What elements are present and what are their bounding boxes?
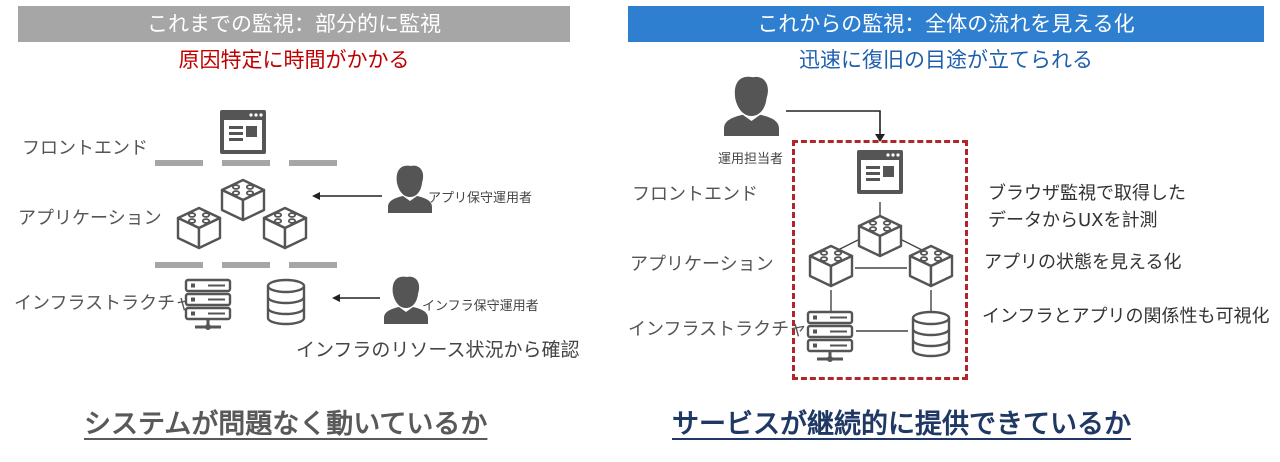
database-icon <box>266 278 306 326</box>
server-icon <box>184 278 232 332</box>
browser-window-icon <box>857 150 903 194</box>
app-block-icon <box>220 178 266 222</box>
layer-divider <box>289 160 337 166</box>
frontend-note-line2: データからUXを計測 <box>988 210 1158 231</box>
arrow-left-icon <box>312 192 382 200</box>
right-layer-frontend: フロントエンド <box>632 184 758 205</box>
app-block-icon <box>857 214 903 258</box>
person-icon <box>388 165 432 213</box>
app-block-icon <box>176 206 222 250</box>
application-note: アプリの状態を見える化 <box>984 252 1182 273</box>
right-layer-application: アプリケーション <box>630 254 774 275</box>
infra-resource-note: インフラのリソース状況から確認 <box>296 339 580 361</box>
right-layer-infrastructure: インフラストラクチャー <box>628 319 825 340</box>
person-icon <box>724 76 779 136</box>
frontend-note-line1: ブラウザ監視で取得した <box>988 183 1186 204</box>
browser-window-icon <box>220 110 266 154</box>
left-header: これまでの監視：部分的に監視 <box>18 6 570 42</box>
operator-label: 運用担当者 <box>718 152 784 167</box>
layer-divider <box>222 160 270 166</box>
database-icon <box>911 310 951 358</box>
left-layer-application: アプリケーション <box>18 208 162 229</box>
right-header: これからの監視：全体の流れを見える化 <box>628 6 1264 42</box>
left-subtitle: 原因特定に時間がかかる <box>178 48 410 72</box>
layer-divider <box>222 262 270 268</box>
layer-divider <box>289 262 337 268</box>
arrow-down-icon <box>786 110 885 142</box>
app-block-icon <box>262 206 308 250</box>
left-layer-infrastructure: インフラストラクチャー <box>14 293 211 314</box>
layer-divider <box>155 160 203 166</box>
left-layer-frontend: フロントエンド <box>22 138 148 159</box>
app-block-icon <box>908 244 954 288</box>
arrow-left-icon <box>332 294 380 302</box>
app-block-icon <box>808 244 854 288</box>
layer-divider <box>155 262 203 268</box>
right-subtitle: 迅速に復旧の目途が立てられる <box>799 48 1093 72</box>
left-bottom-question: システムが問題なく動いているか <box>84 409 488 440</box>
monitoring-scope-box <box>792 140 968 380</box>
infrastructure-note: インフラとアプリの関係性も可視化 <box>982 306 1270 327</box>
right-bottom-question: サービスが継続的に提供できているか <box>672 409 1131 440</box>
server-icon <box>806 310 854 364</box>
app-maintainer-label: アプリ保守運用者 <box>428 191 533 206</box>
infra-maintainer-label: インフラ保守運用者 <box>422 299 539 314</box>
